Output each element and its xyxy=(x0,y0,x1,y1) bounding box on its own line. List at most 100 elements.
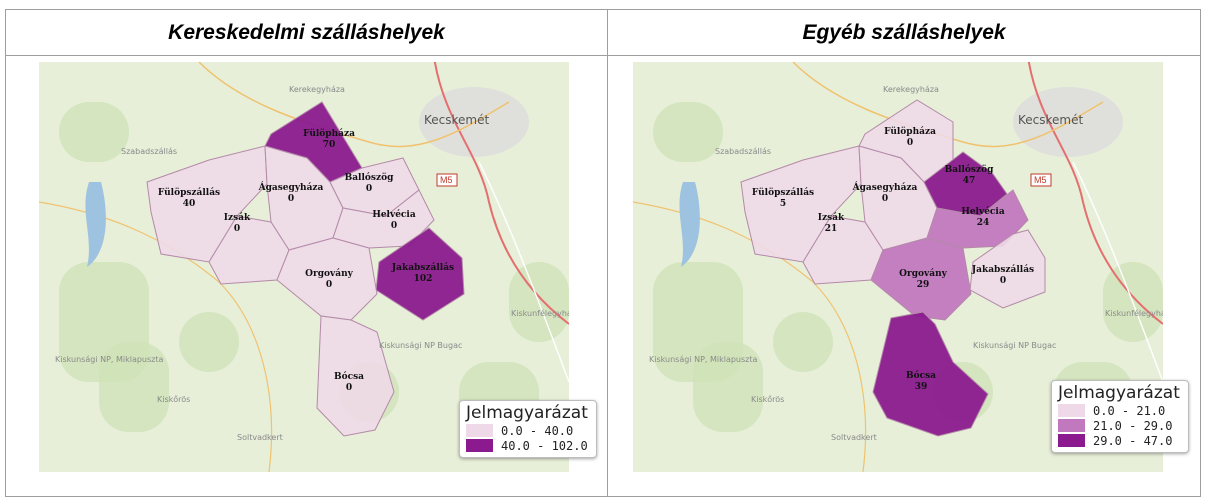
legend-title: Jelmagyarázat xyxy=(1058,383,1180,403)
basemap-label-kiskunsagi_np_miklapuszta: Kiskunsági NP, Miklapuszta xyxy=(55,355,164,364)
m5-shield: M5 xyxy=(436,173,458,187)
region-value-label: 0 xyxy=(346,383,352,393)
basemap-label-kiskoros: Kiskőrös xyxy=(157,395,190,404)
region-name-label: Ballószög xyxy=(345,172,394,183)
svg-text:M5: M5 xyxy=(440,175,453,185)
region-value-label: 29 xyxy=(917,280,930,290)
lake xyxy=(85,182,106,267)
region-name-label: Jakabszállás xyxy=(971,264,1034,275)
region-Bócsa[interactable] xyxy=(872,311,989,437)
region-value-label: 0 xyxy=(366,184,372,194)
basemap-label-kiskunfelegyhaza: Kiskunfélegyháza xyxy=(1105,308,1163,318)
region-name-label: Fülöpháza xyxy=(303,128,355,139)
region-name-label: Izsák xyxy=(224,212,251,223)
legend-item: 21.0 - 29.0 xyxy=(1058,418,1180,433)
choropleth-svg: KerekegyházaKecskemétSzabadszállásKiskun… xyxy=(633,62,1163,472)
lake xyxy=(679,182,700,267)
basemap-label-kerekegyhaza: Kerekegyháza xyxy=(289,85,345,94)
regions xyxy=(740,99,1046,437)
region-value-label: 21 xyxy=(825,224,838,234)
road xyxy=(792,62,1104,148)
region-name-label: Ágasegyháza xyxy=(852,181,918,193)
legend-title: Jelmagyarázat xyxy=(466,403,588,423)
region-name-label: Ballószög xyxy=(945,164,994,175)
basemap-label-kecskemet: Kecskemét xyxy=(1018,113,1083,127)
region-value-label: 70 xyxy=(323,140,336,150)
legend-label: 21.0 - 29.0 xyxy=(1093,418,1173,433)
choropleth-svg: KerekegyházaKecskemétSzabadszállásKiskun… xyxy=(39,62,569,472)
region-name-label: Fülöpszállás xyxy=(158,187,220,198)
right-column-title: Egyéb szálláshelyek xyxy=(607,9,1201,56)
basemap-label-szabadszallas: Szabadszállás xyxy=(715,147,771,156)
legend-item: 40.0 - 102.0 xyxy=(466,438,588,453)
legend-swatch xyxy=(1058,404,1085,417)
forest-patch xyxy=(179,312,239,372)
region-Jakabszállás[interactable] xyxy=(969,229,1046,309)
forest-patch xyxy=(773,312,833,372)
legend-swatch xyxy=(1058,419,1085,432)
legend-label: 40.0 - 102.0 xyxy=(501,438,588,453)
legend-swatch xyxy=(466,439,493,452)
road xyxy=(1072,161,1163,383)
region-name-label: Bócsa xyxy=(334,371,364,382)
basemap-label-kiskoros: Kiskőrös xyxy=(751,395,784,404)
region-value-label: 40 xyxy=(183,199,196,209)
forest-patch xyxy=(653,102,723,162)
region-value-label: 47 xyxy=(963,176,976,186)
region-name-label: Ágasegyháza xyxy=(258,181,324,193)
region-name-label: Jakabszállás xyxy=(391,262,454,273)
legend-swatch xyxy=(466,424,493,437)
basemap-label-kerekegyhaza: Kerekegyháza xyxy=(883,85,939,94)
region-Bócsa[interactable] xyxy=(316,315,395,437)
left-column-title: Kereskedelmi szálláshelyek xyxy=(5,9,608,56)
basemap-label-kiskunsagi_np_miklapuszta: Kiskunsági NP, Miklapuszta xyxy=(649,355,758,364)
cropped-heading xyxy=(400,0,820,8)
m5-shield: M5 xyxy=(1030,173,1052,187)
region-value-label: 0 xyxy=(326,280,332,290)
legend-item: 0.0 - 21.0 xyxy=(1058,403,1180,418)
legend-label: 0.0 - 40.0 xyxy=(501,423,574,438)
basemap-label-kiskunsagi_np_bugac: Kiskunsági NP Bugac xyxy=(973,341,1056,350)
region-name-label: Fülöpháza xyxy=(884,126,936,137)
region-value-label: 0 xyxy=(882,194,888,204)
region-value-label: 0 xyxy=(907,138,913,148)
basemap-label-kecskemet: Kecskemét xyxy=(424,113,489,127)
region-value-label: 39 xyxy=(915,382,928,392)
road xyxy=(198,62,510,148)
legend-swatch xyxy=(1058,434,1085,447)
region-Orgovány[interactable] xyxy=(276,237,378,321)
region-value-label: 0 xyxy=(288,194,294,204)
legend-label: 29.0 - 47.0 xyxy=(1093,433,1173,448)
legend-item: 0.0 - 40.0 xyxy=(466,423,588,438)
region-Orgovány[interactable] xyxy=(870,237,972,321)
region-value-label: 24 xyxy=(977,218,990,228)
forest-patch xyxy=(59,102,129,162)
forest-patch xyxy=(693,342,763,432)
road xyxy=(478,161,569,383)
region-name-label: Bócsa xyxy=(906,370,936,381)
region-value-label: 5 xyxy=(780,199,786,209)
basemap-label-kiskunfelegyhaza: Kiskunfélegyháza xyxy=(511,308,569,318)
regions xyxy=(146,101,465,437)
region-name-label: Fülöpszállás xyxy=(752,187,814,198)
region-name-label: Helvécia xyxy=(372,209,416,220)
legend-item: 29.0 - 47.0 xyxy=(1058,433,1180,448)
basemap-label-soltvadkert: Soltvadkert xyxy=(237,433,283,442)
basemap-label-soltvadkert: Soltvadkert xyxy=(831,433,877,442)
region-name-label: Orgovány xyxy=(899,268,947,279)
basemap-label-szabadszallas: Szabadszállás xyxy=(121,147,177,156)
basemap-label-kiskunsagi_np_bugac: Kiskunsági NP Bugac xyxy=(379,341,462,350)
region-name-label: Orgovány xyxy=(305,268,353,279)
region-name-label: Izsák xyxy=(818,212,845,223)
forest-patch xyxy=(99,342,169,432)
maps-table: Kereskedelmi szálláshelyek Egyéb szállás… xyxy=(5,9,1201,497)
region-value-label: 102 xyxy=(414,274,433,284)
region-value-label: 0 xyxy=(391,221,397,231)
region-name-label: Helvécia xyxy=(961,206,1005,217)
